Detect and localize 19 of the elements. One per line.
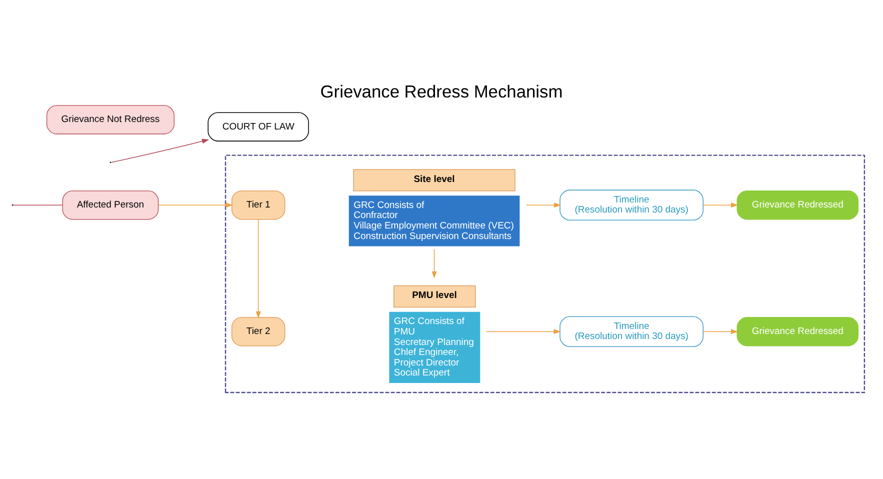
node-box: Grievance Not Redress bbox=[46, 105, 175, 134]
node-box: Affected Person bbox=[62, 190, 159, 220]
arrow bbox=[486, 329, 561, 334]
node-box: Timeline (Resolution within 30 days) bbox=[560, 316, 704, 348]
connector bbox=[12, 204, 63, 206]
node-box: Timeline (Resolution within 30 days) bbox=[560, 190, 704, 221]
node-box: COURT OF LAW bbox=[208, 112, 309, 142]
node-box: Grievance Redressed bbox=[736, 317, 858, 346]
node-box: Grievance Redressed bbox=[736, 190, 858, 220]
arrow bbox=[256, 218, 261, 318]
arrow bbox=[526, 202, 562, 208]
arrow bbox=[702, 329, 738, 334]
arrow bbox=[158, 202, 233, 208]
arrow bbox=[432, 248, 437, 278]
diagram-title: Grievance Redress Mechanism bbox=[320, 81, 563, 102]
arrow bbox=[702, 202, 738, 208]
arrow bbox=[110, 138, 210, 163]
node-box: Tier 2 bbox=[231, 317, 286, 346]
node-box: Tier 1 bbox=[231, 190, 286, 220]
